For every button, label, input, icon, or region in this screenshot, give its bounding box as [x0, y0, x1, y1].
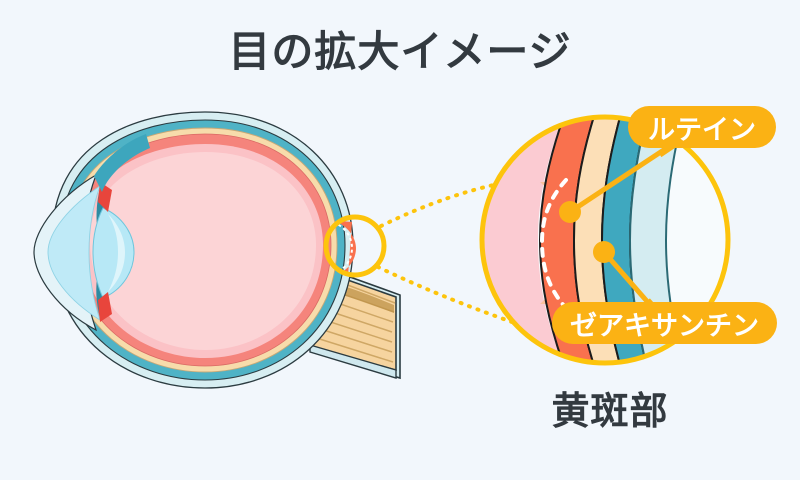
macula-pigment-small — [330, 220, 356, 273]
macula-caption: 黄斑部 — [551, 391, 669, 433]
magnifier-small-circle[interactable] — [323, 214, 387, 278]
magnifier-large-circle[interactable] — [479, 114, 731, 366]
vitreous-body — [90, 152, 316, 350]
optic-nerve-base — [309, 344, 397, 379]
label-pill-lutein[interactable]: ルテイン — [628, 106, 776, 148]
macula-zone-small — [330, 220, 356, 273]
mag-macula-dashed — [539, 178, 568, 310]
lens-highlight — [108, 214, 125, 292]
connector-line-bottom — [376, 265, 514, 324]
connector-line-top — [379, 182, 500, 228]
ciliary-body-bottom — [98, 292, 112, 322]
marker-dot-zeaxanthin[interactable] — [593, 241, 615, 263]
eye-globe — [51, 111, 354, 389]
sclera-wedge-top — [94, 134, 150, 192]
anterior-segment — [33, 134, 150, 332]
macula-dashed-outline-small — [332, 221, 354, 273]
marker-dot-lutein[interactable] — [559, 201, 581, 223]
label-pill-zeaxanthin[interactable]: ゼアキサンチン — [552, 302, 777, 344]
page-title: 目の拡大イメージ — [228, 28, 572, 75]
